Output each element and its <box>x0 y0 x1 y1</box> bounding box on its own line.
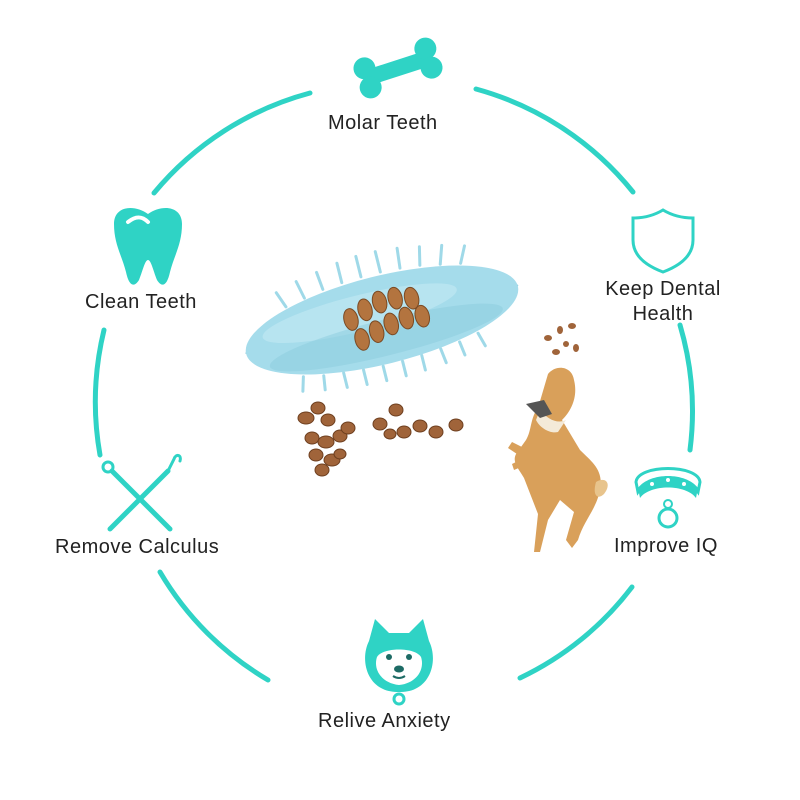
benefit-relive-anxiety: Relive Anxiety <box>318 710 451 732</box>
benefit-improve-iq: Improve IQ <box>614 535 718 557</box>
benefit-remove-calculus: Remove Calculus <box>55 536 220 558</box>
kibble-pile <box>297 401 464 477</box>
toy-bristles <box>274 243 487 393</box>
chew-toy <box>245 243 519 393</box>
dog-collar-icon <box>634 467 702 529</box>
shield-icon <box>631 208 695 274</box>
jumping-dog <box>508 367 608 552</box>
falling-kibble <box>544 323 579 355</box>
benefit-molar-teeth: Molar Teeth <box>328 112 438 134</box>
benefit-dental-line1: Keep Dental <box>605 278 721 300</box>
toy-kibble-slot <box>343 286 431 351</box>
bone-icon <box>353 37 443 99</box>
benefit-dental-line2: Health <box>632 303 694 325</box>
benefit-keep-dental-health: Keep Dental Health <box>588 277 738 327</box>
ring <box>92 86 695 683</box>
benefit-clean-teeth: Clean Teeth <box>85 291 197 313</box>
dental-tools-icon <box>101 453 182 532</box>
shiba-face-icon <box>365 619 433 706</box>
tooth-icon <box>114 208 182 285</box>
